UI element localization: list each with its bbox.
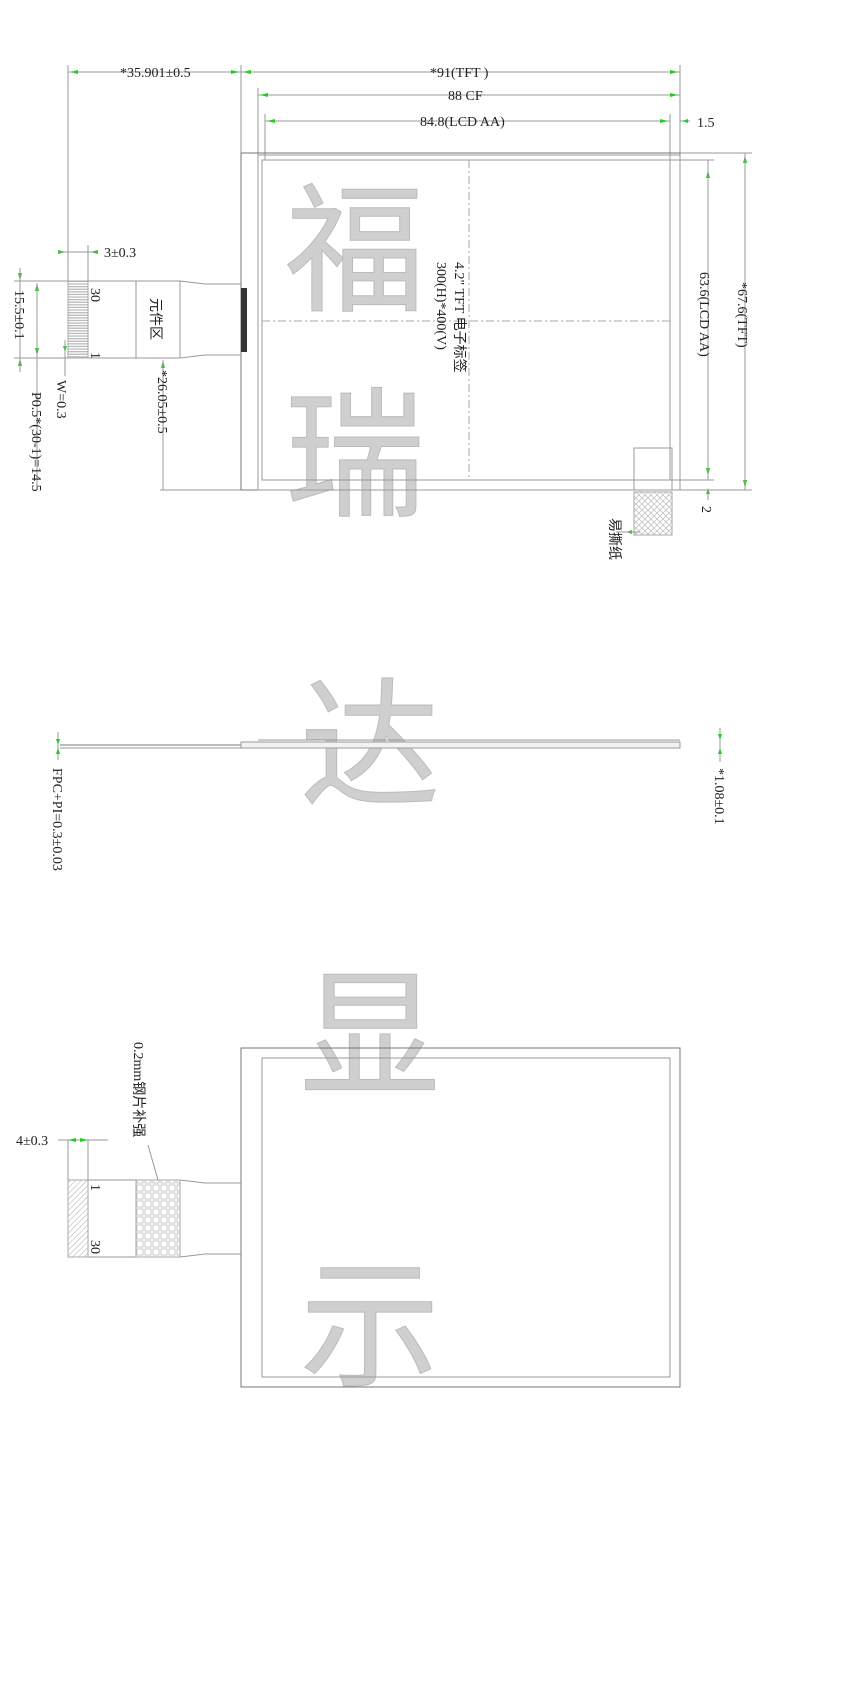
dim-fpc-length: *35.901±0.5 [120, 66, 191, 81]
watermark-char: 显 [300, 956, 440, 1119]
dim-cf-width: 88 CF [448, 89, 483, 104]
dim-tft-height: *67.6(TFT) [734, 282, 749, 348]
dim-fpc-thickness: FPC+PI=0.3±0.03 [49, 768, 64, 871]
peel-tab [633, 447, 673, 491]
dim-fpc-width: 15.5±0.1 [11, 290, 26, 340]
top-view: *35.901±0.5 *91(TFT ) 88 CF 84.8(LCD AA)… [11, 65, 752, 560]
pin-first-label-back: 1 [87, 1184, 102, 1191]
panel-back-outline [240, 1047, 681, 1388]
stiffener-label: 0.2mm钢片补强 [130, 1042, 146, 1137]
panel-label-line2: 300(H)*400(V) [433, 262, 448, 350]
component-area-box [135, 280, 181, 359]
fpc-connector [241, 288, 247, 352]
bottom-view: 1 30 4±0.3 0.2mm钢片补强 [16, 1042, 681, 1388]
pin-first-label: 1 [87, 352, 102, 359]
panel-back-inner [261, 1057, 671, 1378]
pin-last-label-back: 30 [87, 1240, 102, 1254]
fpc-gold-fingers [67, 280, 89, 359]
peel-tab-label: 易撕纸 [606, 518, 622, 560]
watermark-char: 福 [285, 171, 425, 334]
dim-aa-height: 63.6(LCD AA) [696, 272, 711, 357]
fpc-outline [68, 280, 241, 359]
component-area-label: 元件区 [147, 298, 163, 340]
dim-finger-length: 3±0.3 [104, 246, 136, 261]
dim-pin-width: W=0.3 [53, 380, 68, 419]
stiffener-hatch [67, 1179, 89, 1258]
dim-offset-right: 1.5 [697, 116, 715, 131]
dim-tft-width: *91(TFT ) [430, 66, 489, 81]
dim-panel-thickness: *1.08±0.1 [711, 768, 726, 825]
dim-stiffener-length: 4±0.3 [16, 1134, 48, 1149]
peel-tab-hatch [633, 491, 673, 536]
panel-label-line1: 4.2" TFT 电子标签 [451, 262, 468, 373]
watermark: 福 瑞 达 显 示 [285, 171, 441, 1410]
active-area [261, 159, 671, 481]
dim-fpc-offset: *26.05±0.5 [154, 370, 169, 434]
side-view: FPC+PI=0.3±0.03 *1.08±0.1 [49, 728, 726, 871]
watermark-char: 示 [300, 1246, 440, 1409]
dim-aa-width: 84.8(LCD AA) [420, 115, 505, 130]
pin-last-label: 30 [87, 288, 102, 302]
cf-outline [257, 154, 681, 491]
fpc-back-outline [68, 1179, 241, 1258]
dim-pitch: P0.5*(30-1)=14.5 [28, 392, 43, 492]
steel-stiffener [135, 1179, 181, 1258]
watermark-char: 瑞 [285, 376, 425, 539]
dim-offset-bottom: 2 [698, 506, 713, 513]
panel-side [240, 741, 681, 749]
